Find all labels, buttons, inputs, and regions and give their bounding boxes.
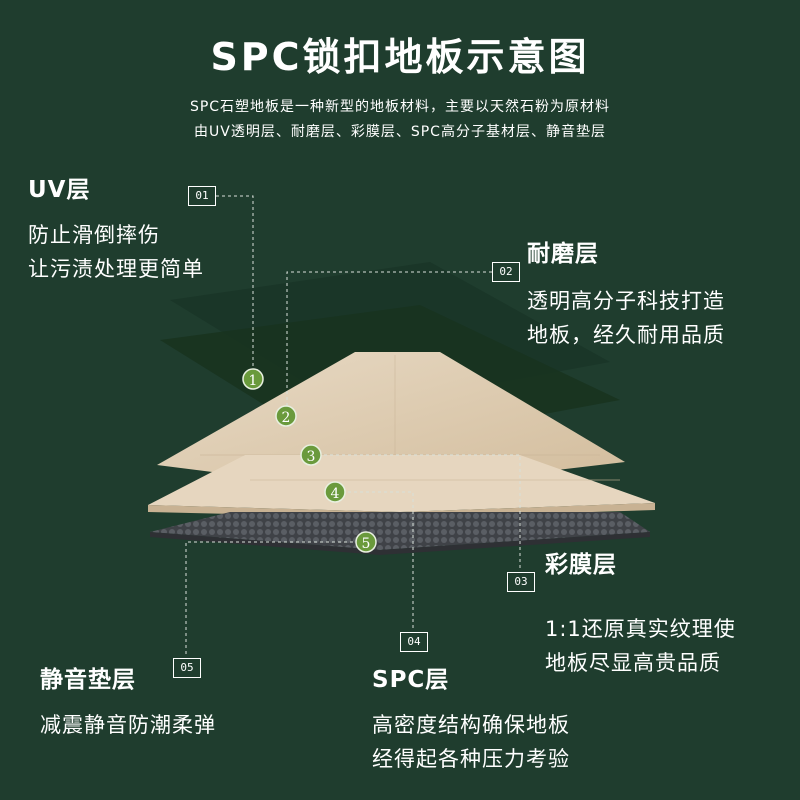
spc-layer-tag: 04 bbox=[400, 632, 428, 652]
svg-text:1: 1 bbox=[249, 373, 258, 389]
svg-text:5: 5 bbox=[362, 536, 371, 552]
film-layer-description: 1:1还原真实纹理使 地板尽显高贵品质 bbox=[545, 617, 736, 675]
spc-layer-description: 高密度结构确保地板 经得起各种压力考验 bbox=[372, 713, 570, 771]
svg-text:3: 3 bbox=[307, 449, 316, 465]
spc-layer-title: SPC层 bbox=[372, 667, 450, 693]
pad-layer-title: 静音垫层 bbox=[40, 667, 136, 693]
wear-layer-tag: 02 bbox=[492, 262, 520, 282]
marker-4: 4 bbox=[324, 481, 346, 503]
pad-layer-description: 减震静音防潮柔弹 bbox=[40, 713, 216, 737]
wear-layer-description: 透明高分子科技打造 地板，经久耐用品质 bbox=[527, 289, 725, 347]
uv-layer-tag: 01 bbox=[188, 186, 216, 206]
subtitle-line-1: SPC石塑地板是一种新型的地板材料，主要以天然石粉为原材料 bbox=[189, 99, 611, 115]
svg-text:4: 4 bbox=[331, 486, 340, 502]
marker-2: 2 bbox=[275, 405, 297, 427]
film-layer-tag: 03 bbox=[507, 572, 535, 592]
subtitle-line-2: 由UV透明层、耐磨层、彩膜层、SPC高分子基材层、静音垫层 bbox=[194, 124, 606, 140]
uv-layer-description: 防止滑倒摔伤 让污渍处理更简单 bbox=[28, 223, 204, 281]
spc-core-board bbox=[148, 455, 655, 512]
pad-layer-tag: 05 bbox=[173, 658, 201, 678]
wear-layer-title: 耐磨层 bbox=[527, 241, 599, 267]
svg-text:2: 2 bbox=[282, 410, 291, 426]
film-layer-title: 彩膜层 bbox=[545, 552, 617, 578]
marker-3: 3 bbox=[300, 444, 322, 466]
marker-1: 1 bbox=[242, 368, 264, 390]
marker-5: 5 bbox=[355, 531, 377, 553]
uv-layer-title: UV层 bbox=[28, 177, 91, 203]
silent-pad-sheet bbox=[150, 512, 650, 550]
page-title: SPC锁扣地板示意图 bbox=[210, 35, 590, 79]
